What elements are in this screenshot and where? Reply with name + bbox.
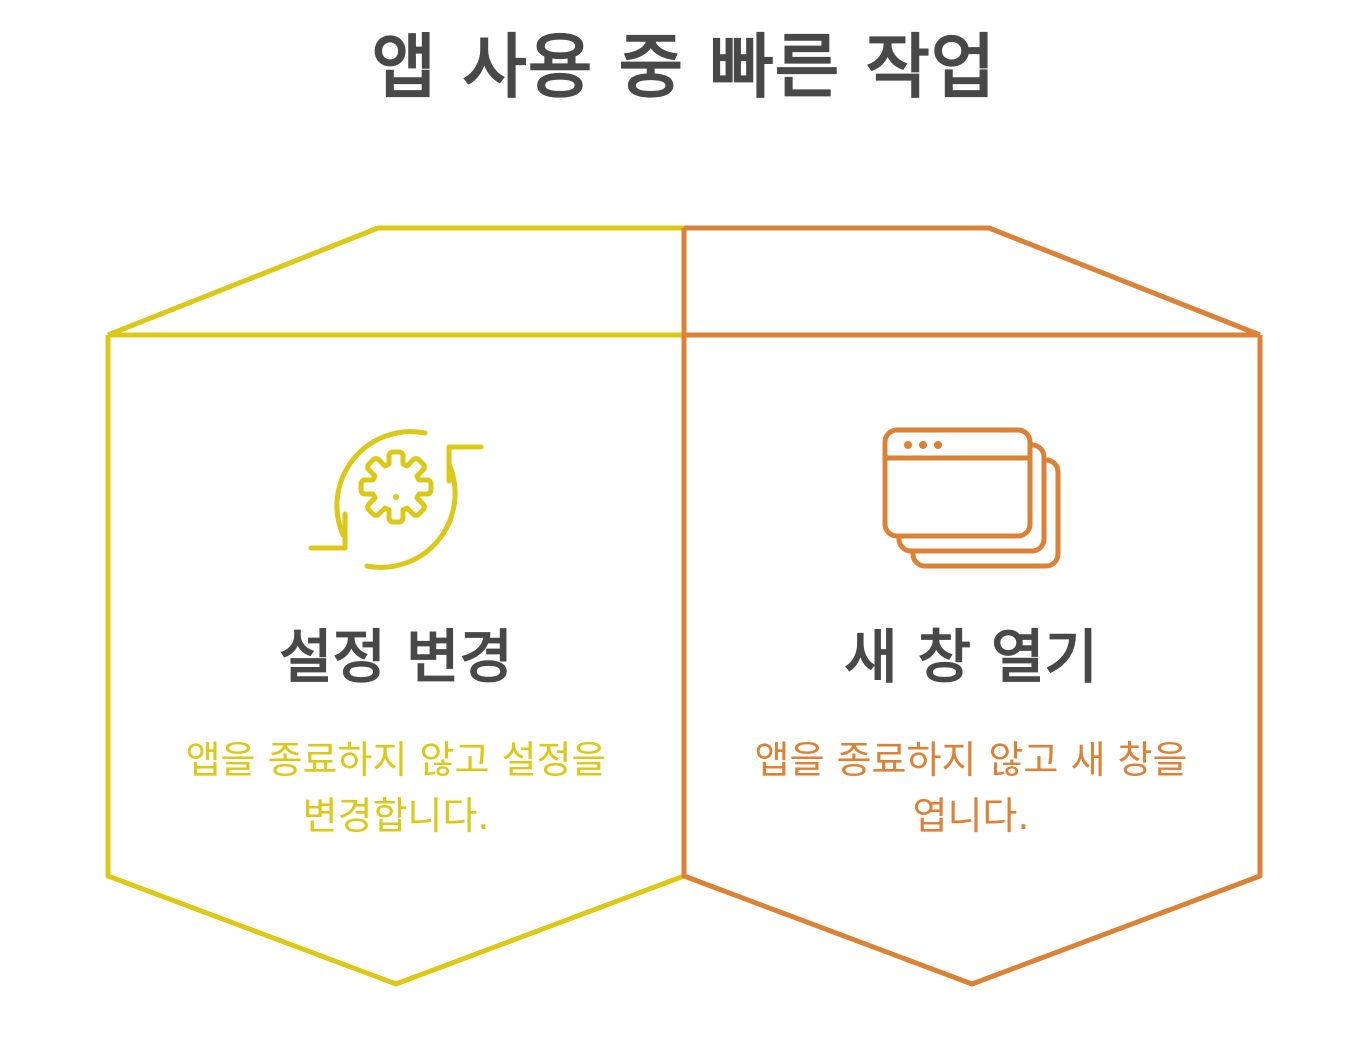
gear-center xyxy=(393,494,399,500)
window-dot-2 xyxy=(919,441,927,449)
page-title: 앱 사용 중 빠른 작업 xyxy=(371,26,997,108)
windows-stack-icon xyxy=(882,427,1061,569)
refresh-arc-bottom xyxy=(364,461,458,570)
window-dot-3 xyxy=(934,441,942,449)
gear-refresh-icon xyxy=(308,429,484,570)
card-settings-roof xyxy=(107,225,684,338)
card-window-description: 앱을 종료하지 않고 새 창을 엽니다. xyxy=(754,738,1188,838)
refresh-arrow-top-right xyxy=(446,444,484,484)
card-settings-body xyxy=(105,335,685,987)
card-settings-outline xyxy=(105,225,685,987)
refresh-arrow-bottom-left xyxy=(308,511,348,551)
card-window-outline xyxy=(681,225,1263,987)
card-window-roof xyxy=(684,225,1261,338)
card-settings-title: 설정 변경 xyxy=(279,623,513,691)
refresh-arc-top xyxy=(334,429,428,538)
card-settings-description: 앱을 종료하지 않고 설정을 변경합니다. xyxy=(185,738,607,838)
gear-shape xyxy=(358,449,434,525)
card-window-body xyxy=(681,228,1263,987)
window-dot-1 xyxy=(904,441,912,449)
card-window-title: 새 창 열기 xyxy=(844,623,1098,691)
